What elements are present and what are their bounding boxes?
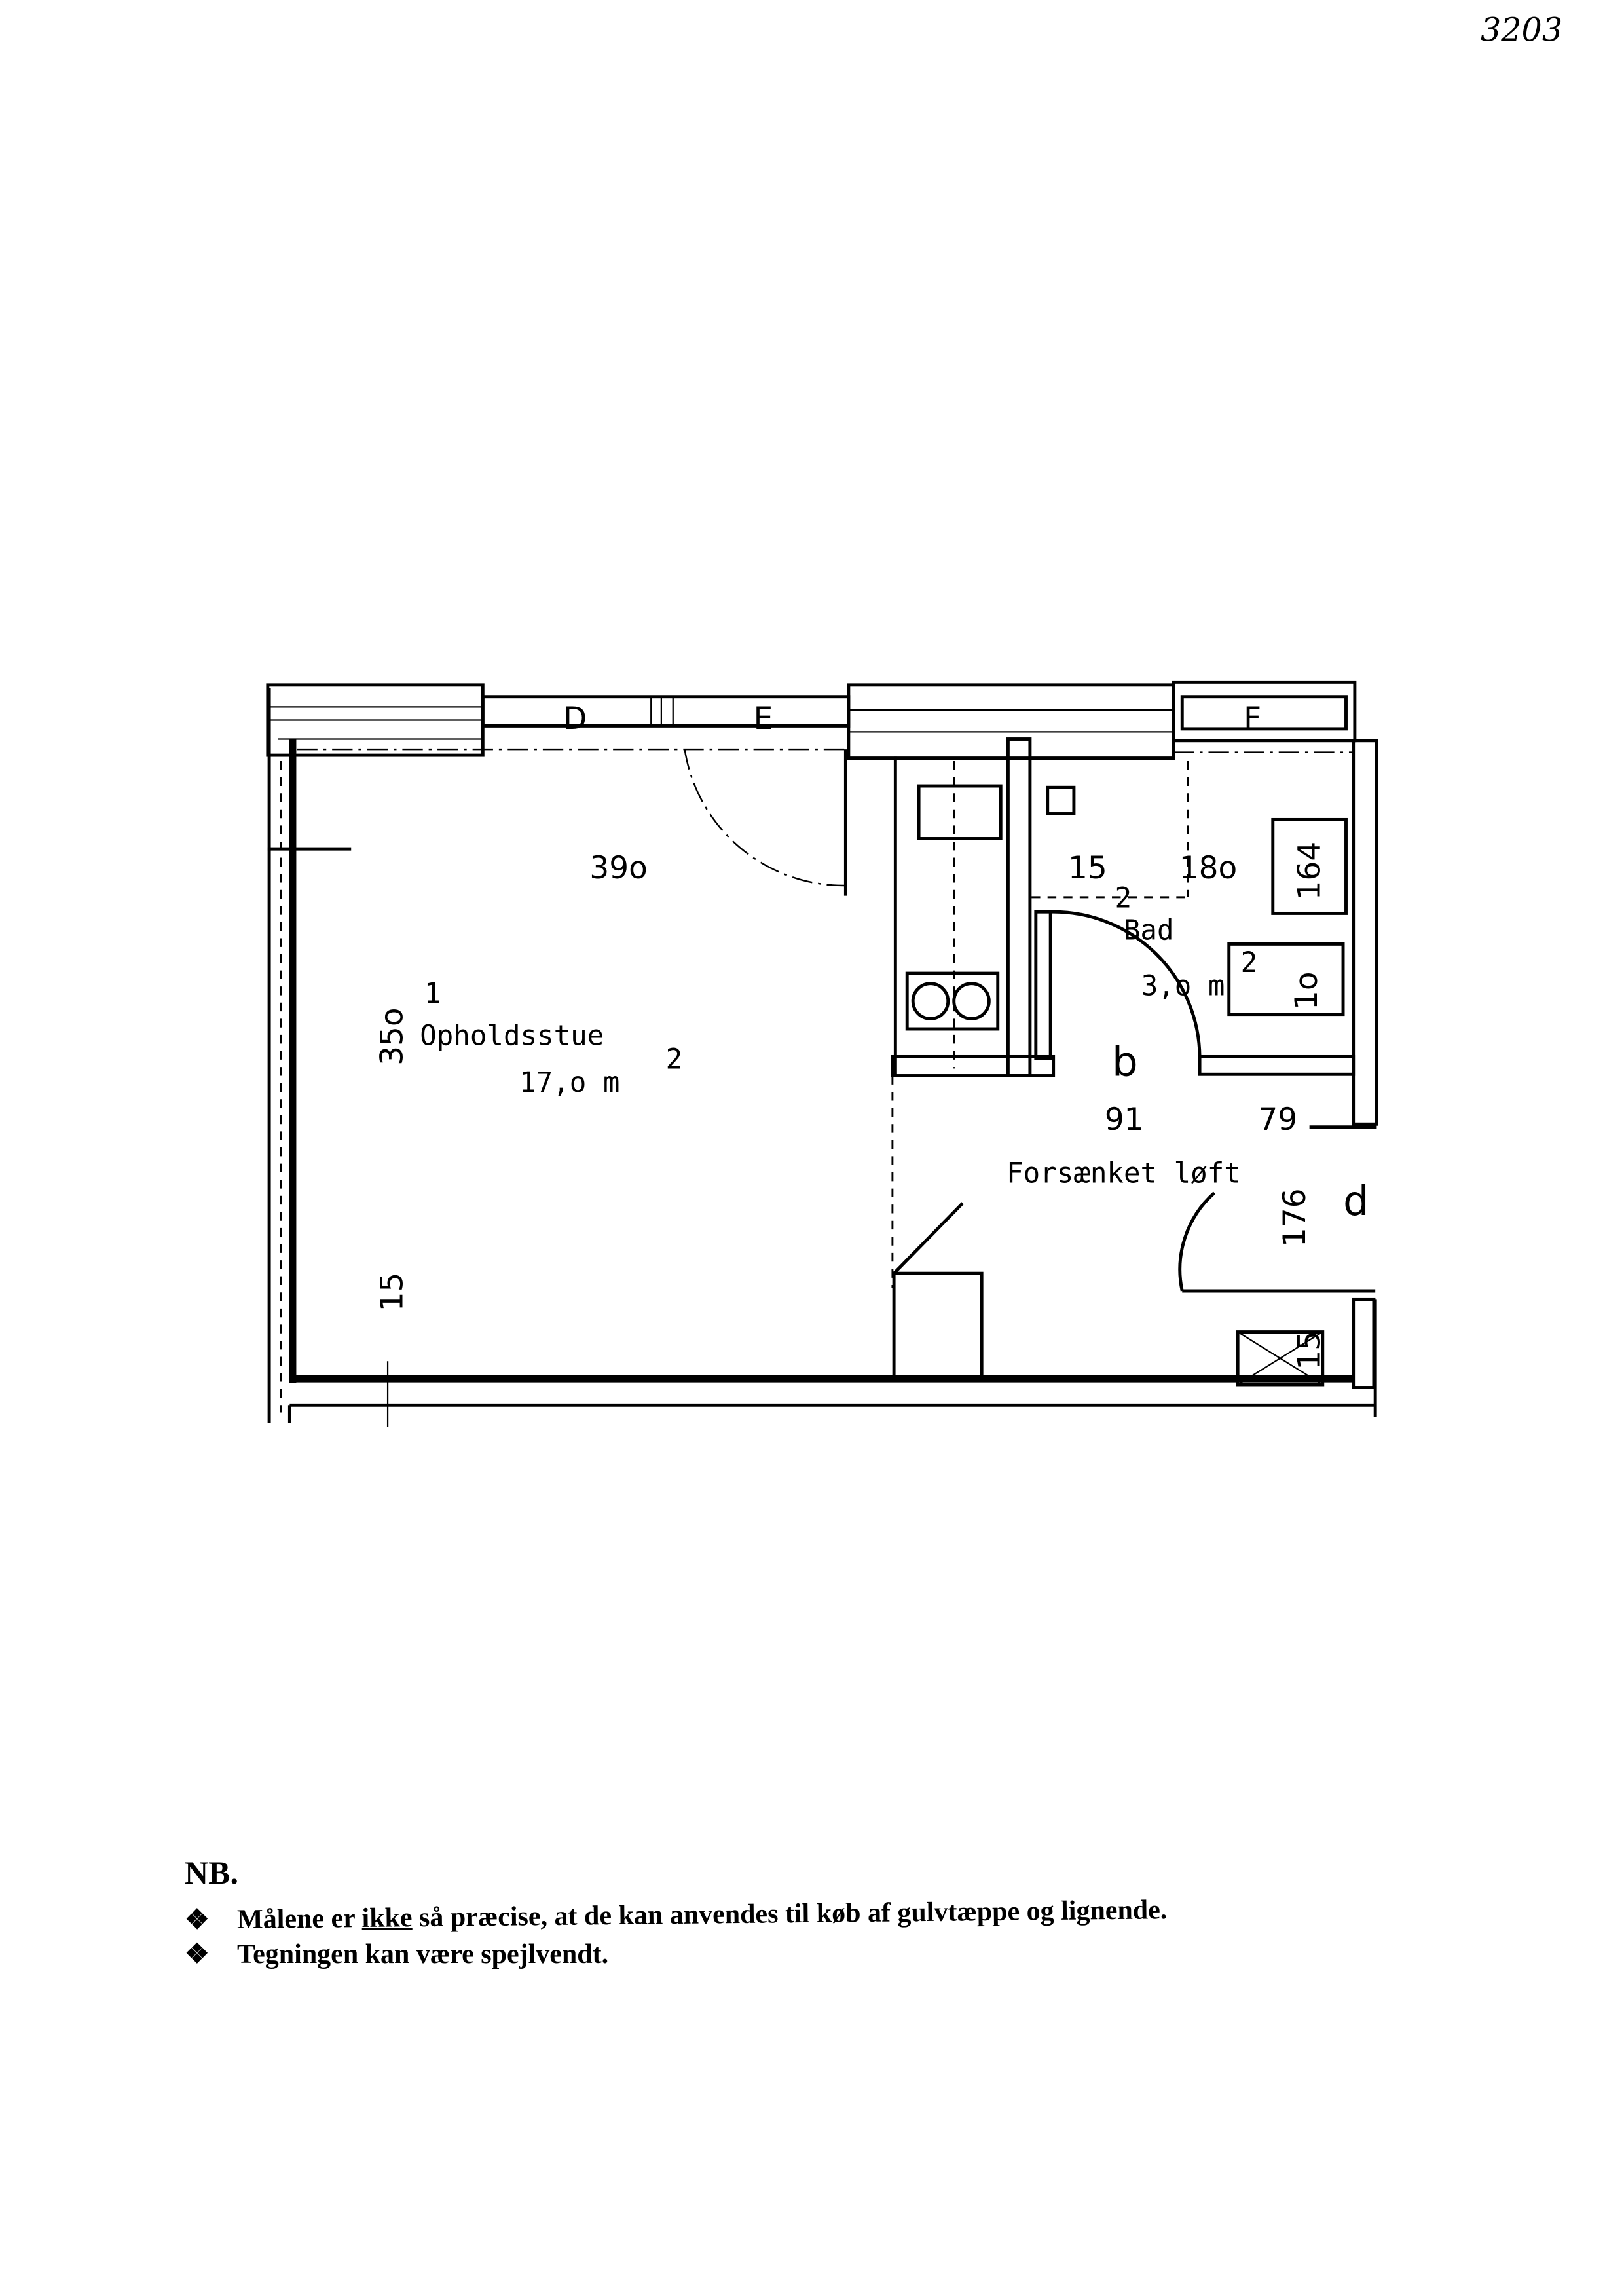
dim-shaft-15: 15 (1291, 1331, 1327, 1370)
loft-label: Forsænket løft (1006, 1158, 1241, 1190)
bath-partition (1006, 737, 1356, 1077)
room-2-area: 3,o m (1141, 971, 1225, 1003)
dim-depth-living: 35o (374, 1007, 410, 1065)
room-2-number: 2 (1115, 883, 1132, 915)
dim-door-79: 79 (1258, 1102, 1297, 1138)
door-arc-living (684, 749, 846, 887)
note-text: Målene er (236, 1903, 362, 1935)
window-label-e: E (754, 701, 773, 737)
top-wall (266, 680, 1357, 760)
room-1-name: Opholdsstue (420, 1020, 604, 1053)
room-1-area: 17,o m (519, 1067, 619, 1099)
right-wall (1178, 739, 1378, 1417)
dim-wall-15-left: 15 (374, 1273, 410, 1312)
dim-bath-164: 164 (1291, 842, 1327, 901)
page-number: 3203 (1481, 11, 1562, 49)
bottom-wall (287, 1361, 1376, 1427)
label-d: d (1343, 1177, 1369, 1225)
dim-bath-180: 18o (1179, 850, 1237, 886)
room-1-number: 1 (424, 978, 441, 1010)
dim-176: 176 (1277, 1188, 1313, 1247)
dim-wall-15-bath: 15 (1068, 850, 1107, 886)
door-arc-bath (1050, 910, 1202, 1057)
dim-width-living: 39o (589, 850, 647, 886)
left-wall (267, 688, 352, 1423)
shaft (1236, 1330, 1325, 1387)
label-b: b (1112, 1037, 1138, 1085)
fridge (892, 1271, 984, 1381)
washbasin (1271, 817, 1348, 915)
window-label-f: F (1244, 701, 1261, 737)
room-2-name: Bad (1124, 915, 1174, 947)
note-text: Tegningen kan være spejlvendt. (237, 1939, 609, 1969)
bullet-icon: ❖ (184, 1905, 210, 1935)
window-label-d: D (563, 701, 587, 737)
toilet (1046, 785, 1076, 815)
dim-door-91: 91 (1105, 1102, 1144, 1138)
dim-bath-10: 1o (1289, 971, 1325, 1010)
note-emphasis: ikke (361, 1903, 413, 1934)
sink (917, 784, 1003, 840)
room-2-area-sup: 2 (1241, 947, 1258, 979)
room-1-area-sup: 2 (666, 1043, 683, 1075)
note-item-2: ❖ Tegningen kan være spejlvendt. (185, 1937, 608, 1970)
bullet-icon: ❖ (185, 1939, 210, 1969)
kitchen-counter (891, 756, 1056, 1381)
stove (905, 971, 1000, 1031)
notes-heading: NB. (185, 1854, 238, 1891)
shower (1227, 942, 1345, 1017)
